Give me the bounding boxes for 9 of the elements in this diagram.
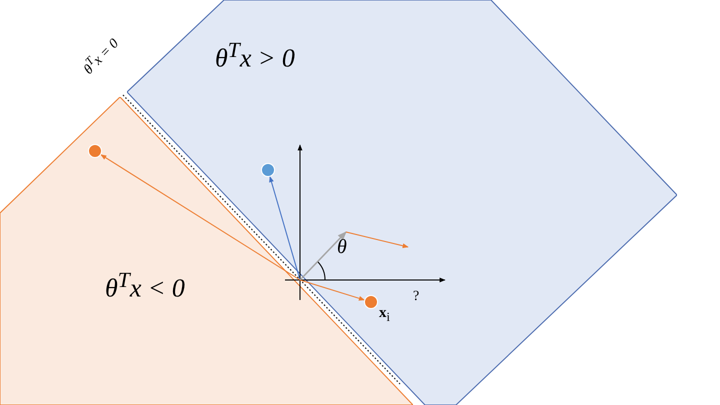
inequality-label: θ$^{T}$x < 0	[105, 268, 185, 304]
inequality-label: θ$^{T}$x > 0	[215, 38, 295, 74]
half-plane-region	[0, 97, 413, 405]
point-label: x$_{i}$	[379, 305, 390, 325]
arrow	[100, 154, 300, 280]
angle-label: θ	[337, 236, 347, 259]
arrow	[300, 280, 365, 301]
question-mark: ?	[413, 289, 420, 305]
arrow	[269, 176, 300, 280]
